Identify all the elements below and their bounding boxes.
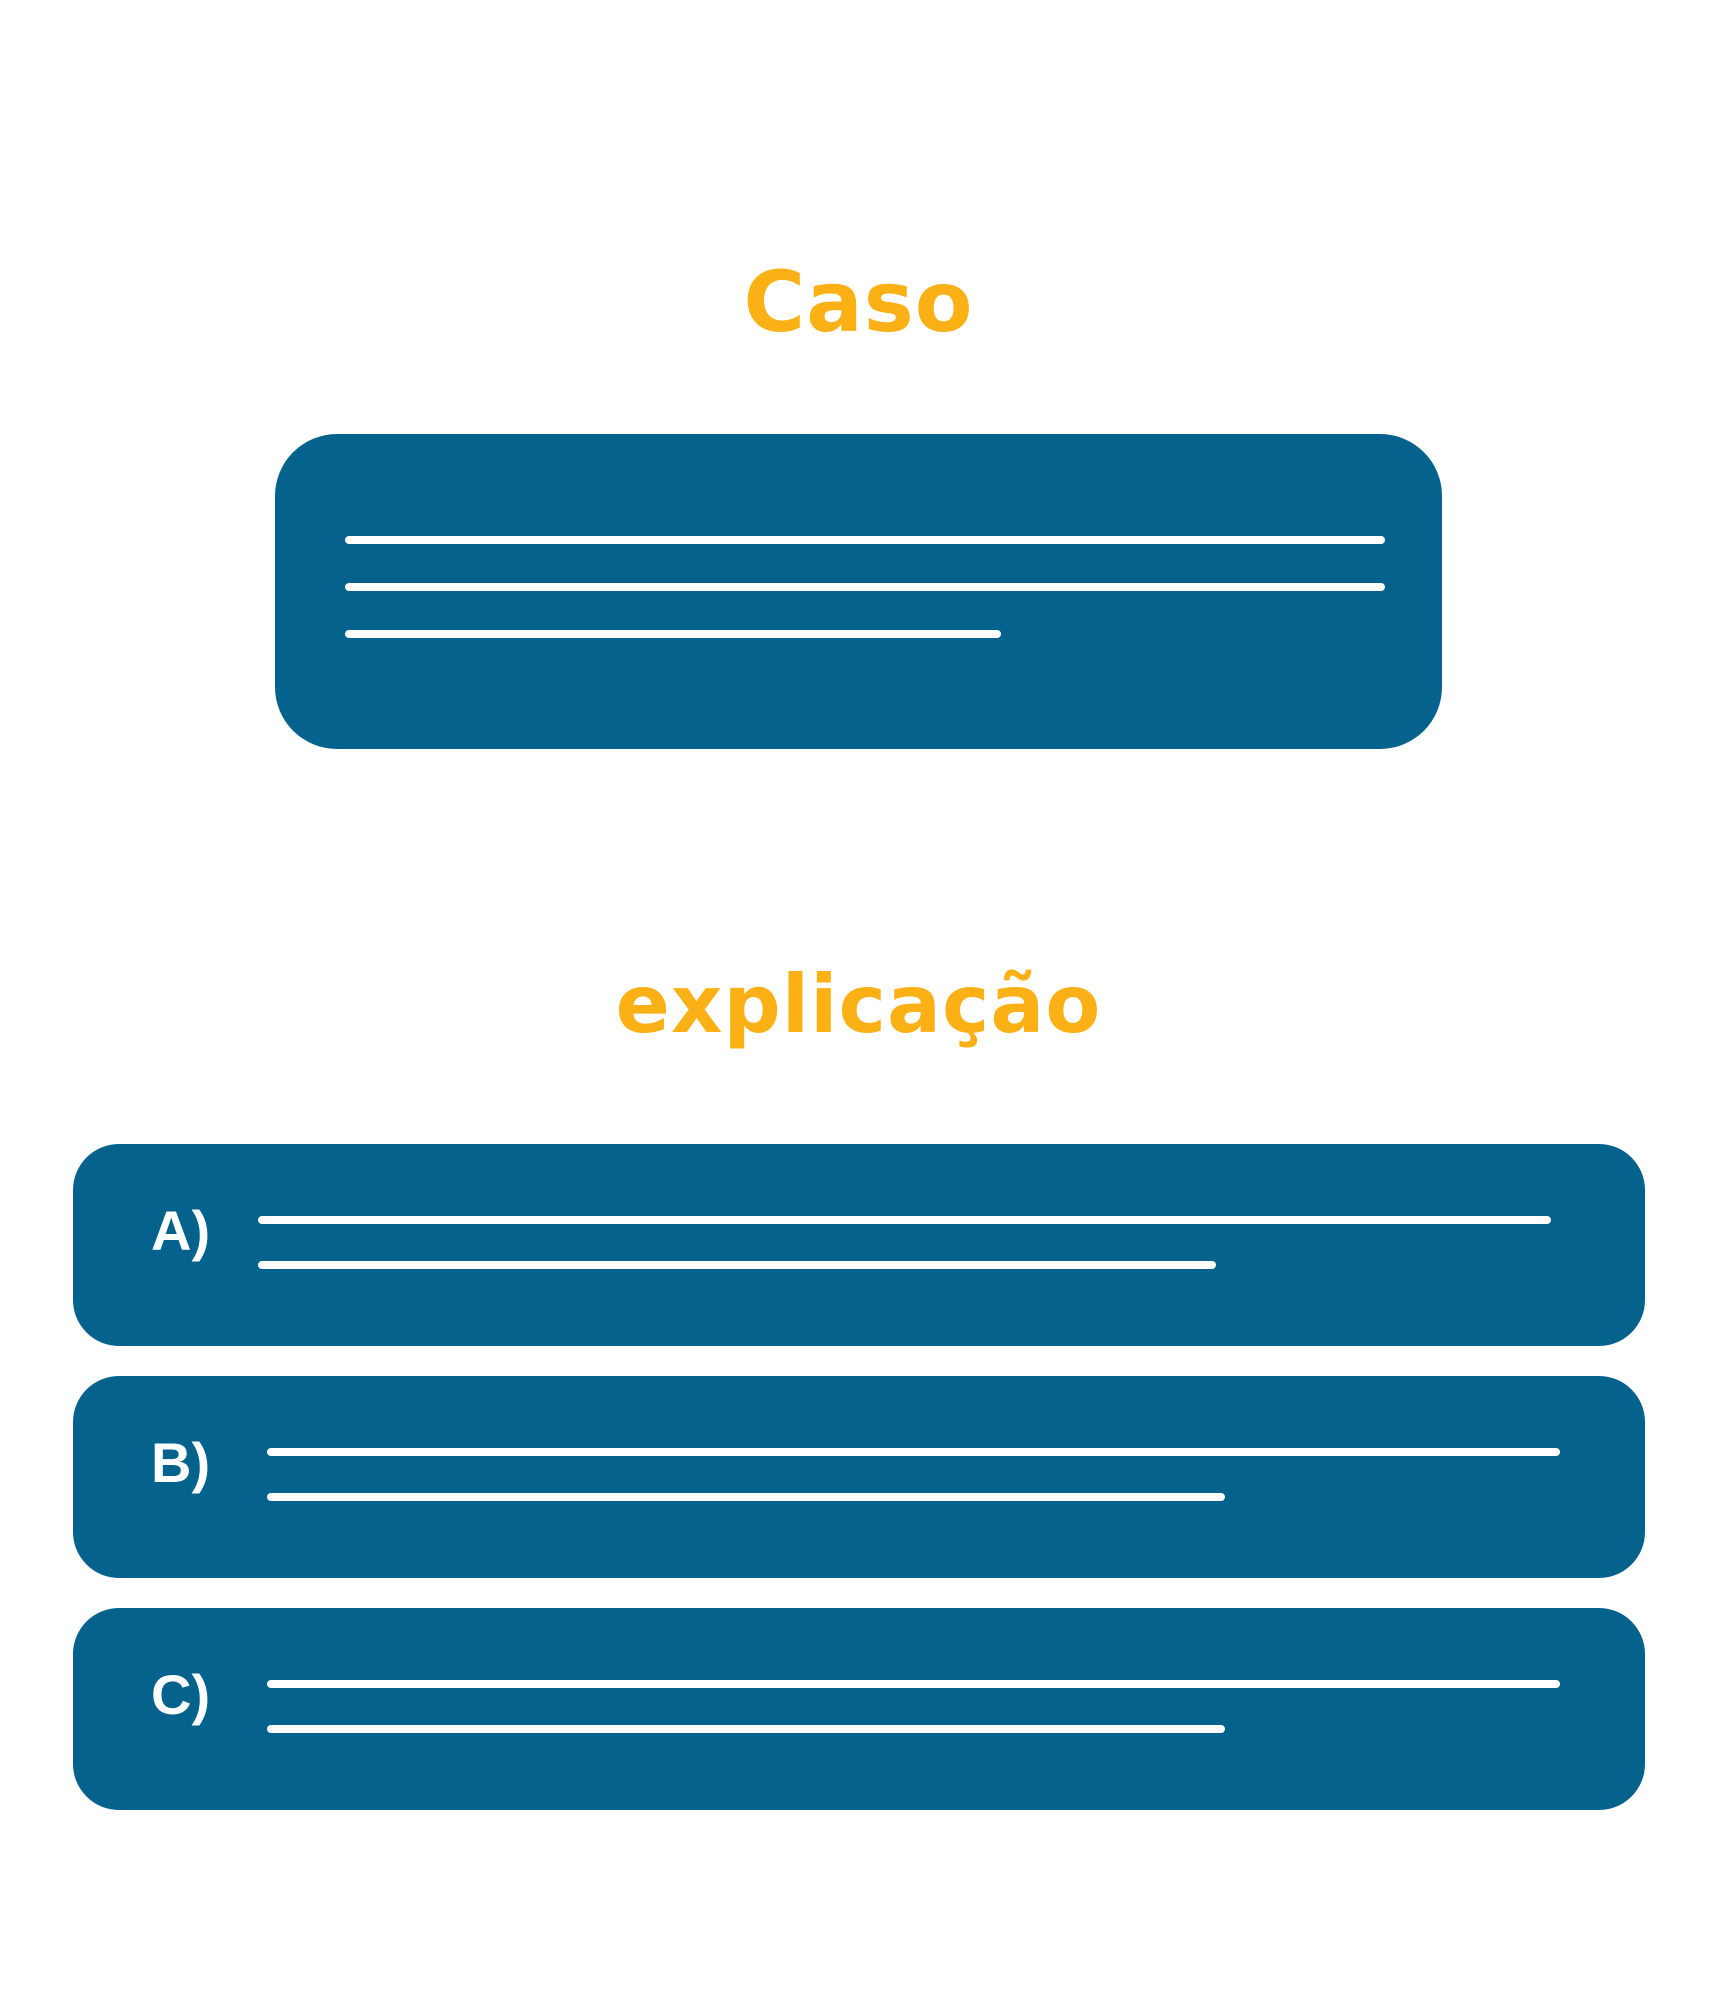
case-text-line-placeholder [345, 536, 1385, 544]
option-c-card[interactable]: C) [73, 1608, 1645, 1810]
option-a-card[interactable]: A) [73, 1144, 1645, 1346]
option-c-text-line-placeholder [267, 1680, 1560, 1688]
case-title: Caso [743, 253, 974, 351]
option-b-card[interactable]: B) [73, 1376, 1645, 1578]
option-b-label: B) [151, 1431, 211, 1494]
case-text-line-placeholder [345, 630, 1001, 638]
option-a-label: A) [151, 1199, 211, 1262]
case-text-box [275, 434, 1442, 749]
option-a-text-line-placeholder [258, 1261, 1216, 1269]
case-text-line-placeholder [345, 583, 1385, 591]
option-c-text-line-placeholder [267, 1725, 1225, 1733]
explanation-title: explicação [615, 958, 1102, 1051]
option-c-label: C) [151, 1663, 211, 1726]
option-a-text-line-placeholder [258, 1216, 1551, 1224]
option-b-text-line-placeholder [267, 1448, 1560, 1456]
option-b-text-line-placeholder [267, 1493, 1225, 1501]
